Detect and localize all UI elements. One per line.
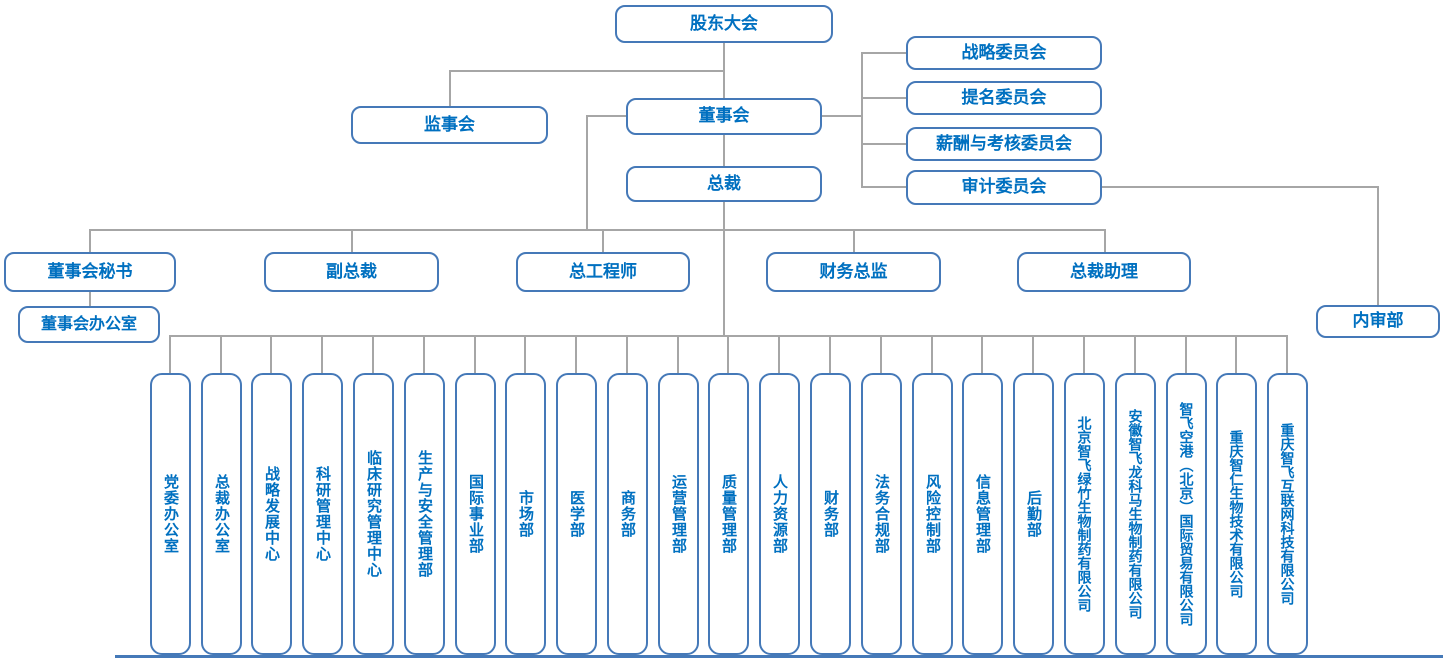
node-vice-president: 副总裁 (264, 252, 439, 292)
dept-box: 党委办公室 (150, 373, 191, 655)
dept-box: 智飞空港（北京）国际贸易有限公司 (1166, 373, 1207, 655)
connector-line (931, 335, 933, 373)
connector-line (723, 202, 725, 337)
connector-line (1134, 335, 1136, 373)
dept-box: 信息管理部 (962, 373, 1003, 655)
dept-box: 财务部 (810, 373, 851, 655)
connector-line (1377, 186, 1379, 305)
node-shareholders-meeting: 股东大会 (615, 5, 833, 43)
connector-line (1032, 335, 1034, 373)
dept-box: 总裁办公室 (201, 373, 242, 655)
connector-line (1185, 335, 1187, 373)
connector-line (1286, 335, 1288, 373)
connector-line (829, 335, 831, 373)
connector-line (861, 186, 906, 188)
connector-line (449, 70, 451, 106)
connector-line (677, 335, 679, 373)
connector-line (220, 335, 222, 373)
node-nomination-committee: 提名委员会 (906, 81, 1102, 115)
connector-line (449, 70, 725, 72)
connector-line (727, 335, 729, 373)
node-compensation-committee: 薪酬与考核委员会 (906, 127, 1102, 161)
dept-box: 商务部 (607, 373, 648, 655)
dept-box: 后勤部 (1013, 373, 1054, 655)
node-cfo: 财务总监 (766, 252, 941, 292)
node-internal-audit-dept: 内审部 (1316, 305, 1440, 338)
connector-line (602, 229, 604, 253)
dept-box: 战略发展中心 (251, 373, 292, 655)
connector-line (586, 115, 588, 231)
connector-line (423, 335, 425, 373)
connector-line (723, 135, 725, 166)
dept-box: 人力资源部 (759, 373, 800, 655)
connector-line (89, 292, 91, 306)
dept-box: 重庆智仁生物技术有限公司 (1216, 373, 1257, 655)
connector-line (778, 335, 780, 373)
connector-line (981, 335, 983, 373)
dept-box: 安徽智飞龙科马生物制药有限公司 (1115, 373, 1156, 655)
connector-line (1102, 186, 1379, 188)
connector-line (1083, 335, 1085, 373)
node-board-secretary: 董事会秘书 (4, 252, 176, 292)
connector-line (1235, 335, 1237, 373)
connector-line (880, 335, 882, 373)
dept-box: 临床研究管理中心 (353, 373, 394, 655)
connector-line (474, 335, 476, 373)
connector-line (861, 143, 906, 145)
dept-box: 市场部 (505, 373, 546, 655)
dept-box: 重庆智飞互联网科技有限公司 (1267, 373, 1308, 655)
connector-line (575, 335, 577, 373)
dept-box: 生产与安全管理部 (404, 373, 445, 655)
connector-line (169, 335, 171, 373)
connector-line (524, 335, 526, 373)
connector-line (89, 229, 1105, 231)
connector-line (587, 115, 626, 117)
dept-box: 科研管理中心 (302, 373, 343, 655)
dept-box: 医学部 (556, 373, 597, 655)
connector-line (372, 335, 374, 373)
node-board-office: 董事会办公室 (18, 306, 160, 343)
connector-line (822, 115, 862, 117)
connector-line (853, 229, 855, 253)
dept-box: 法务合规部 (861, 373, 902, 655)
connector-line (351, 229, 353, 253)
node-president-assistant: 总裁助理 (1017, 252, 1191, 292)
dept-box: 北京智飞绿竹生物制药有限公司 (1064, 373, 1105, 655)
connector-line (626, 335, 628, 373)
bottom-rule (115, 655, 1443, 658)
dept-box: 运营管理部 (658, 373, 699, 655)
node-president: 总裁 (626, 166, 822, 202)
node-strategy-committee: 战略委员会 (906, 36, 1102, 70)
connector-line (861, 52, 863, 188)
connector-line (1104, 229, 1106, 253)
connector-line (861, 52, 906, 54)
dept-box: 国际事业部 (455, 373, 496, 655)
node-board-of-directors: 董事会 (626, 98, 822, 135)
connector-line (861, 97, 906, 99)
connector-line (89, 229, 91, 253)
node-chief-engineer: 总工程师 (516, 252, 690, 292)
connector-line (270, 335, 272, 373)
node-audit-committee: 审计委员会 (906, 170, 1102, 205)
dept-box: 质量管理部 (708, 373, 749, 655)
connector-line (321, 335, 323, 373)
node-supervisory-board: 监事会 (351, 106, 548, 144)
dept-box: 风险控制部 (912, 373, 953, 655)
